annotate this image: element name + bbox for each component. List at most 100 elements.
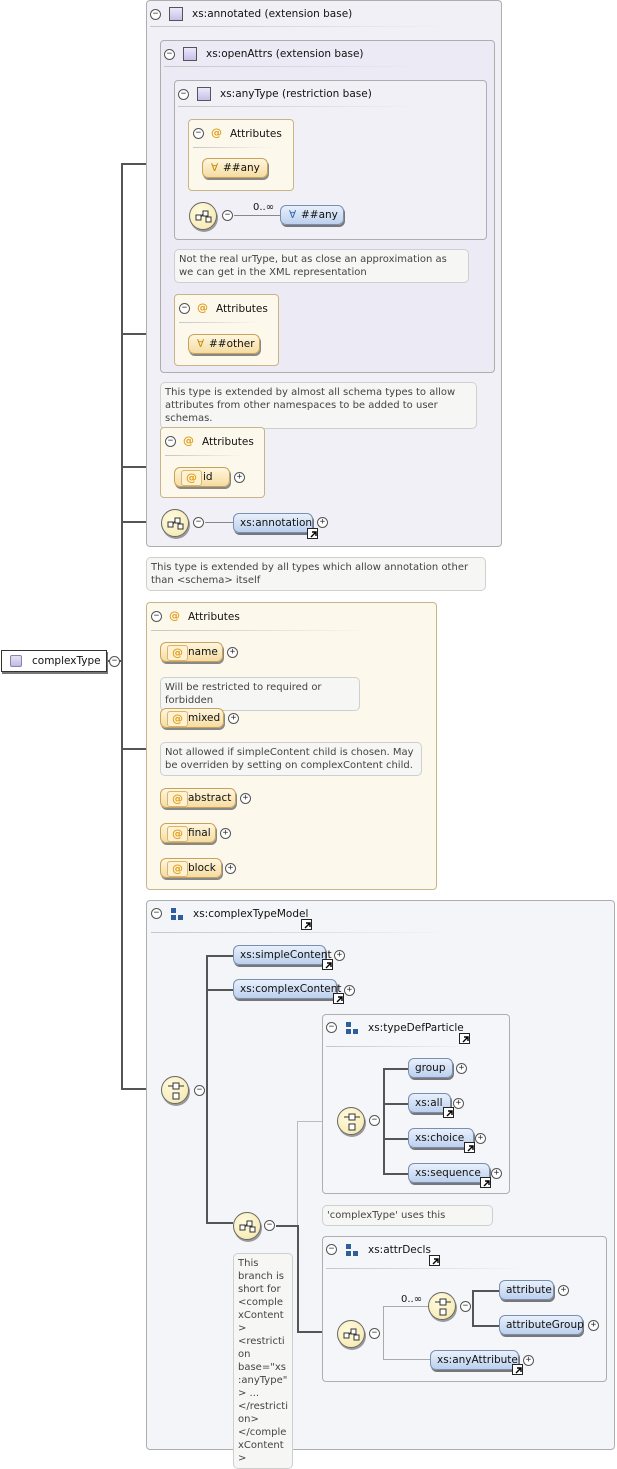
- connector: [297, 1225, 299, 1332]
- name-attribute-node[interactable]: @ name: [160, 642, 223, 662]
- openattrs-collapse-icon[interactable]: −: [164, 49, 175, 60]
- any-attribute-node[interactable]: ∀ ##any: [202, 158, 268, 178]
- expand-icon[interactable]: +: [225, 863, 236, 874]
- branch-annotation: This branch is short for <complexContent…: [233, 1253, 293, 1469]
- attribute-at-icon: @: [169, 609, 180, 622]
- any-element-node[interactable]: ∀ ##any: [280, 205, 344, 225]
- reference-arrow-icon[interactable]: [307, 528, 318, 539]
- id-attribute-node[interactable]: @ id: [174, 467, 230, 487]
- connector: [383, 1359, 430, 1360]
- expand-icon[interactable]: +: [227, 647, 238, 658]
- abstract-attribute-node[interactable]: @ abstract: [160, 788, 236, 808]
- expand-icon[interactable]: +: [228, 713, 239, 724]
- attributes-collapse-icon[interactable]: −: [165, 436, 176, 447]
- typedefparticle-collapse-icon[interactable]: −: [326, 1022, 337, 1033]
- expand-icon[interactable]: +: [240, 793, 251, 804]
- attributes-collapse-icon[interactable]: −: [193, 128, 204, 139]
- attribute-element-node[interactable]: attribute: [499, 1280, 554, 1300]
- sequence-compositor-icon[interactable]: [189, 202, 217, 230]
- reference-arrow-icon[interactable]: [429, 1255, 440, 1266]
- annotated-collapse-icon[interactable]: −: [150, 9, 161, 20]
- reference-arrow-icon[interactable]: [322, 959, 333, 970]
- reference-arrow-icon[interactable]: [459, 1033, 470, 1044]
- attributes-collapse-icon[interactable]: −: [151, 611, 162, 622]
- separator: [193, 147, 273, 148]
- choice-collapse-icon[interactable]: −: [460, 1301, 471, 1312]
- sequence-element-node[interactable]: xs:sequence: [408, 1163, 490, 1183]
- sequence-compositor-icon[interactable]: [161, 509, 189, 537]
- connector: [276, 1225, 298, 1227]
- reference-arrow-icon[interactable]: [480, 1177, 491, 1188]
- anytype-annotation: Not the real urType, but as close an app…: [174, 249, 469, 283]
- annotated-title: xs:annotated (extension base): [192, 8, 353, 20]
- complextype-root-node[interactable]: complexType: [1, 650, 107, 672]
- group-model-icon: [346, 1244, 358, 1256]
- any-element-label: ##any: [301, 209, 338, 221]
- attributegroup-element-node[interactable]: attributeGroup: [499, 1315, 584, 1335]
- mixed-attribute-node[interactable]: @ mixed: [160, 708, 224, 728]
- final-attribute-node[interactable]: @ final: [160, 823, 216, 843]
- expand-icon[interactable]: +: [456, 1063, 467, 1074]
- complex-type-icon: [10, 655, 22, 667]
- attributes-label: Attributes: [202, 436, 254, 448]
- attrdecls-title: xs:attrDecls: [368, 1244, 431, 1256]
- choice-collapse-icon[interactable]: −: [369, 1115, 380, 1126]
- connector: [121, 521, 161, 523]
- choice-compositor-icon[interactable]: [337, 1107, 365, 1135]
- connector: [206, 955, 208, 1223]
- expand-icon[interactable]: +: [453, 1098, 464, 1109]
- root-collapse-icon[interactable]: −: [109, 656, 120, 667]
- all-element-node[interactable]: xs:all: [408, 1093, 451, 1113]
- complexcontent-element-node[interactable]: xs:complexContent: [233, 979, 341, 999]
- root-label: complexType: [32, 655, 101, 667]
- sequence-compositor-icon[interactable]: [337, 1320, 365, 1348]
- annotation-element-node[interactable]: xs:annotation: [233, 513, 313, 533]
- attrdecls-collapse-icon[interactable]: −: [326, 1244, 337, 1255]
- choice-collapse-icon[interactable]: −: [194, 1085, 205, 1096]
- sequence-collapse-icon[interactable]: −: [193, 517, 204, 528]
- expand-icon[interactable]: +: [317, 517, 328, 528]
- connector: [383, 1103, 408, 1105]
- anyattribute-element-node[interactable]: xs:anyAttribute: [430, 1350, 519, 1370]
- expand-icon[interactable]: +: [588, 1320, 599, 1331]
- expand-icon[interactable]: +: [475, 1133, 486, 1144]
- expand-icon[interactable]: +: [558, 1285, 569, 1296]
- wildcard-icon: ∀: [211, 162, 219, 174]
- sequence-collapse-icon[interactable]: −: [264, 1220, 275, 1231]
- expand-icon[interactable]: +: [491, 1168, 502, 1179]
- expand-icon[interactable]: +: [234, 472, 245, 483]
- occurs-label: 0..∞: [401, 1294, 423, 1305]
- reference-arrow-icon[interactable]: [301, 919, 312, 930]
- reference-arrow-icon[interactable]: [333, 993, 344, 1004]
- expand-icon[interactable]: +: [523, 1355, 534, 1366]
- expand-icon[interactable]: +: [220, 828, 231, 839]
- sequence-collapse-icon[interactable]: −: [369, 1328, 380, 1339]
- reference-arrow-icon[interactable]: [512, 1364, 523, 1375]
- choice-compositor-icon[interactable]: [428, 1292, 456, 1320]
- separator: [151, 932, 451, 933]
- expand-icon[interactable]: +: [344, 985, 355, 996]
- sequence-collapse-icon[interactable]: −: [222, 210, 233, 221]
- connector: [383, 1138, 408, 1140]
- choice-element-node[interactable]: xs:choice: [408, 1128, 474, 1148]
- connector: [472, 1290, 474, 1326]
- model-collapse-icon[interactable]: −: [151, 908, 162, 919]
- reference-arrow-icon[interactable]: [443, 1107, 454, 1118]
- group-element-node[interactable]: group: [408, 1058, 453, 1078]
- block-attribute-node[interactable]: @ block: [160, 858, 222, 878]
- openattrs-title: xs:openAttrs (extension base): [206, 48, 364, 60]
- attribute-at-icon: @: [181, 470, 202, 486]
- attribute-at-icon: @: [183, 434, 194, 447]
- sequence-compositor-icon[interactable]: [233, 1212, 261, 1240]
- anytype-collapse-icon[interactable]: −: [178, 89, 189, 100]
- choice-compositor-icon[interactable]: [161, 1076, 189, 1104]
- id-attribute-label: id: [203, 471, 213, 483]
- simplecontent-element-node[interactable]: xs:simpleContent: [233, 945, 332, 965]
- attributes-collapse-icon[interactable]: −: [179, 303, 190, 314]
- expand-icon[interactable]: +: [334, 950, 345, 961]
- connector: [121, 748, 148, 750]
- attribute-at-icon: @: [167, 711, 188, 727]
- attribute-at-icon: @: [167, 861, 188, 877]
- reference-arrow-icon[interactable]: [464, 1142, 475, 1153]
- other-attribute-node[interactable]: ∀ ##other: [188, 334, 260, 354]
